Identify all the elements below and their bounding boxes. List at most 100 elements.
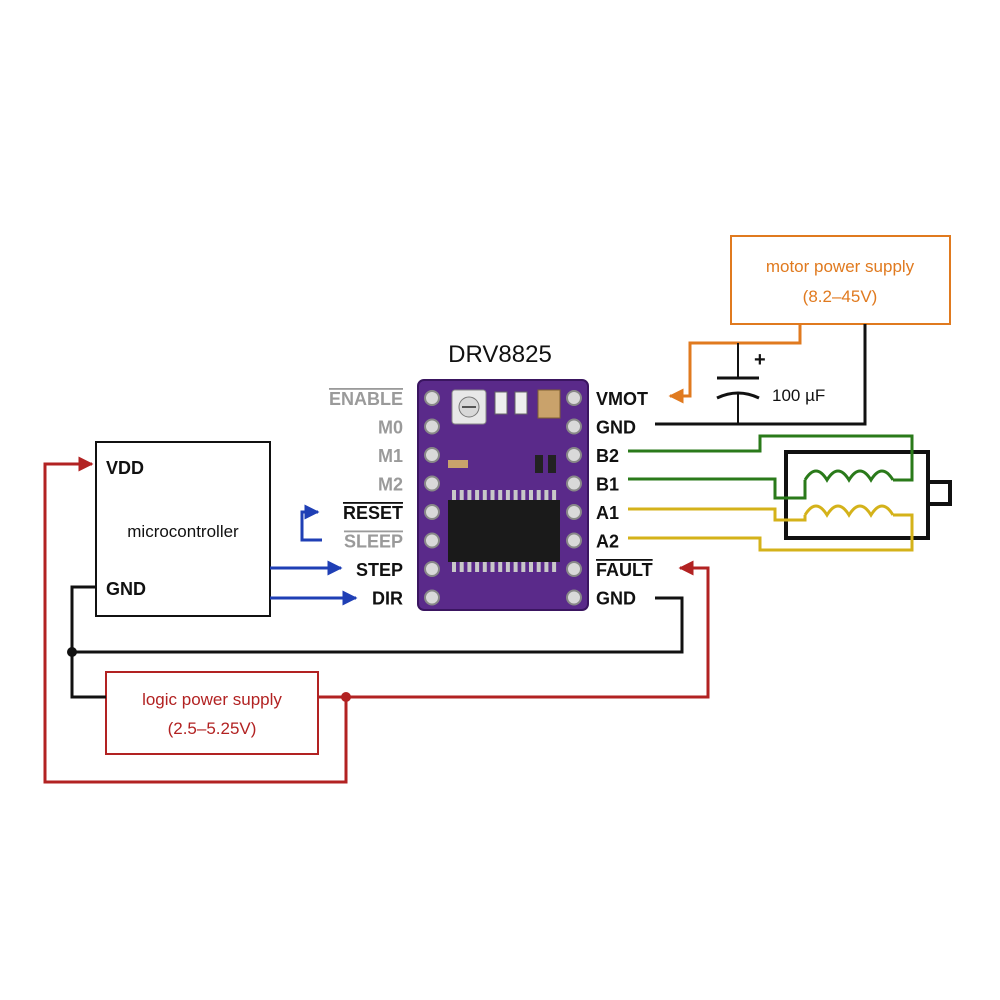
driver-ic-chip [448, 500, 560, 562]
header-hole [424, 504, 440, 520]
header-holes-right [566, 390, 582, 606]
header-hole [424, 390, 440, 406]
logic-supply-label: logic power supply [142, 690, 282, 709]
ic-pin [552, 562, 557, 572]
mcu-gnd-wire [70, 585, 106, 699]
ic-pin [513, 490, 518, 500]
pin-label-fault: FAULT [596, 560, 653, 580]
pin-label-gnd: GND [596, 589, 636, 609]
a2-wire [628, 513, 914, 552]
ic-pin [459, 490, 464, 500]
mcu-gnd-label: GND [106, 579, 146, 599]
ic-pin [452, 490, 456, 500]
ic-pin [467, 490, 472, 500]
pin-label-gnd: GND [596, 418, 636, 438]
ic-pin [498, 562, 503, 572]
smd-part-icon [535, 455, 543, 473]
pin-label-a2: A2 [596, 532, 619, 552]
fault-wire [318, 560, 710, 699]
pin-label-m0: M0 [378, 418, 403, 438]
ic-pin [505, 490, 510, 500]
ic-pins-bottom [452, 562, 557, 572]
ic-pin [536, 490, 541, 500]
motor-power-supply-block: motor power supply (8.2–45V) [730, 235, 951, 325]
driver-title: DRV8825 [448, 341, 552, 368]
pin-label-b2: B2 [596, 446, 619, 466]
ic-pin [482, 490, 487, 500]
capacitor-value: 100 µF [772, 386, 825, 405]
header-hole [424, 418, 440, 435]
driver-gnd-wire [72, 596, 684, 654]
ic-pin [529, 562, 533, 572]
mcu-name-label: microcontroller [127, 522, 239, 541]
drv8825-board [417, 379, 589, 611]
ic-pin [490, 562, 495, 572]
microcontroller-block: VDD microcontroller GND [95, 441, 271, 617]
header-hole [566, 447, 582, 463]
smd-part-icon [448, 460, 468, 468]
ic-pin [475, 562, 480, 572]
ic-pin [544, 562, 549, 572]
header-hole [424, 475, 440, 492]
b2-wire [628, 434, 914, 482]
header-hole [566, 475, 582, 492]
motor-gnd-wire [655, 324, 867, 426]
pin-label-b1: B1 [596, 475, 619, 495]
header-hole [566, 504, 582, 520]
pin-label-m2: M2 [378, 475, 403, 495]
logic-supply-box [105, 671, 319, 755]
ic-pin [536, 562, 541, 572]
coil-b-winding [803, 469, 895, 483]
logic-supply-voltage: (2.5–5.25V) [168, 719, 257, 738]
coil-a-winding [803, 504, 895, 518]
ic-pin [544, 490, 549, 500]
header-holes-left [424, 390, 440, 606]
vmot-wire [668, 324, 802, 404]
motor-body [784, 450, 930, 540]
ic-pin [498, 490, 503, 500]
microcontroller-box [95, 441, 271, 617]
resistor-icon [514, 391, 528, 415]
motor-supply-wires: + 100 µF [655, 324, 867, 426]
ic-pin [452, 562, 456, 572]
ic-pin [467, 562, 472, 572]
header-hole [566, 561, 582, 577]
logic-power-supply-block: logic power supply (2.5–5.25V) [105, 671, 319, 755]
ic-pin [521, 490, 526, 500]
pin-label-step: STEP [356, 560, 403, 580]
motor-shaft [926, 480, 952, 506]
capacitor-polarity: + [754, 349, 766, 371]
header-hole [566, 589, 582, 606]
ic-pin [475, 490, 480, 500]
mcu-vdd-label: VDD [106, 458, 144, 478]
ic-pin [513, 562, 518, 572]
motor-supply-label: motor power supply [766, 257, 915, 276]
stepper-motor [784, 450, 952, 540]
ic-pin [552, 490, 557, 500]
ic-pin [459, 562, 464, 572]
ic-pin [490, 490, 495, 500]
resistor-icon [494, 391, 508, 415]
header-hole [424, 447, 440, 463]
pin-label-m1: M1 [378, 446, 403, 466]
header-hole [424, 589, 440, 606]
coil-wires [628, 434, 914, 552]
logic-supply-wires [43, 456, 710, 784]
pin-label-vmot: VMOT [596, 389, 648, 409]
ic-pin [482, 562, 487, 572]
header-hole [566, 532, 582, 549]
smd-part-icon [548, 455, 556, 473]
pin-label-a1: A1 [596, 503, 619, 523]
capacitor-plate-curved [716, 391, 760, 400]
ground-junction [67, 647, 77, 657]
header-hole [424, 532, 440, 549]
header-hole [424, 561, 440, 577]
reset-sleep-jumper [300, 504, 322, 542]
ic-pins-top [452, 490, 557, 500]
capacitor-smd-icon [537, 389, 561, 419]
a1-wire [628, 507, 807, 522]
